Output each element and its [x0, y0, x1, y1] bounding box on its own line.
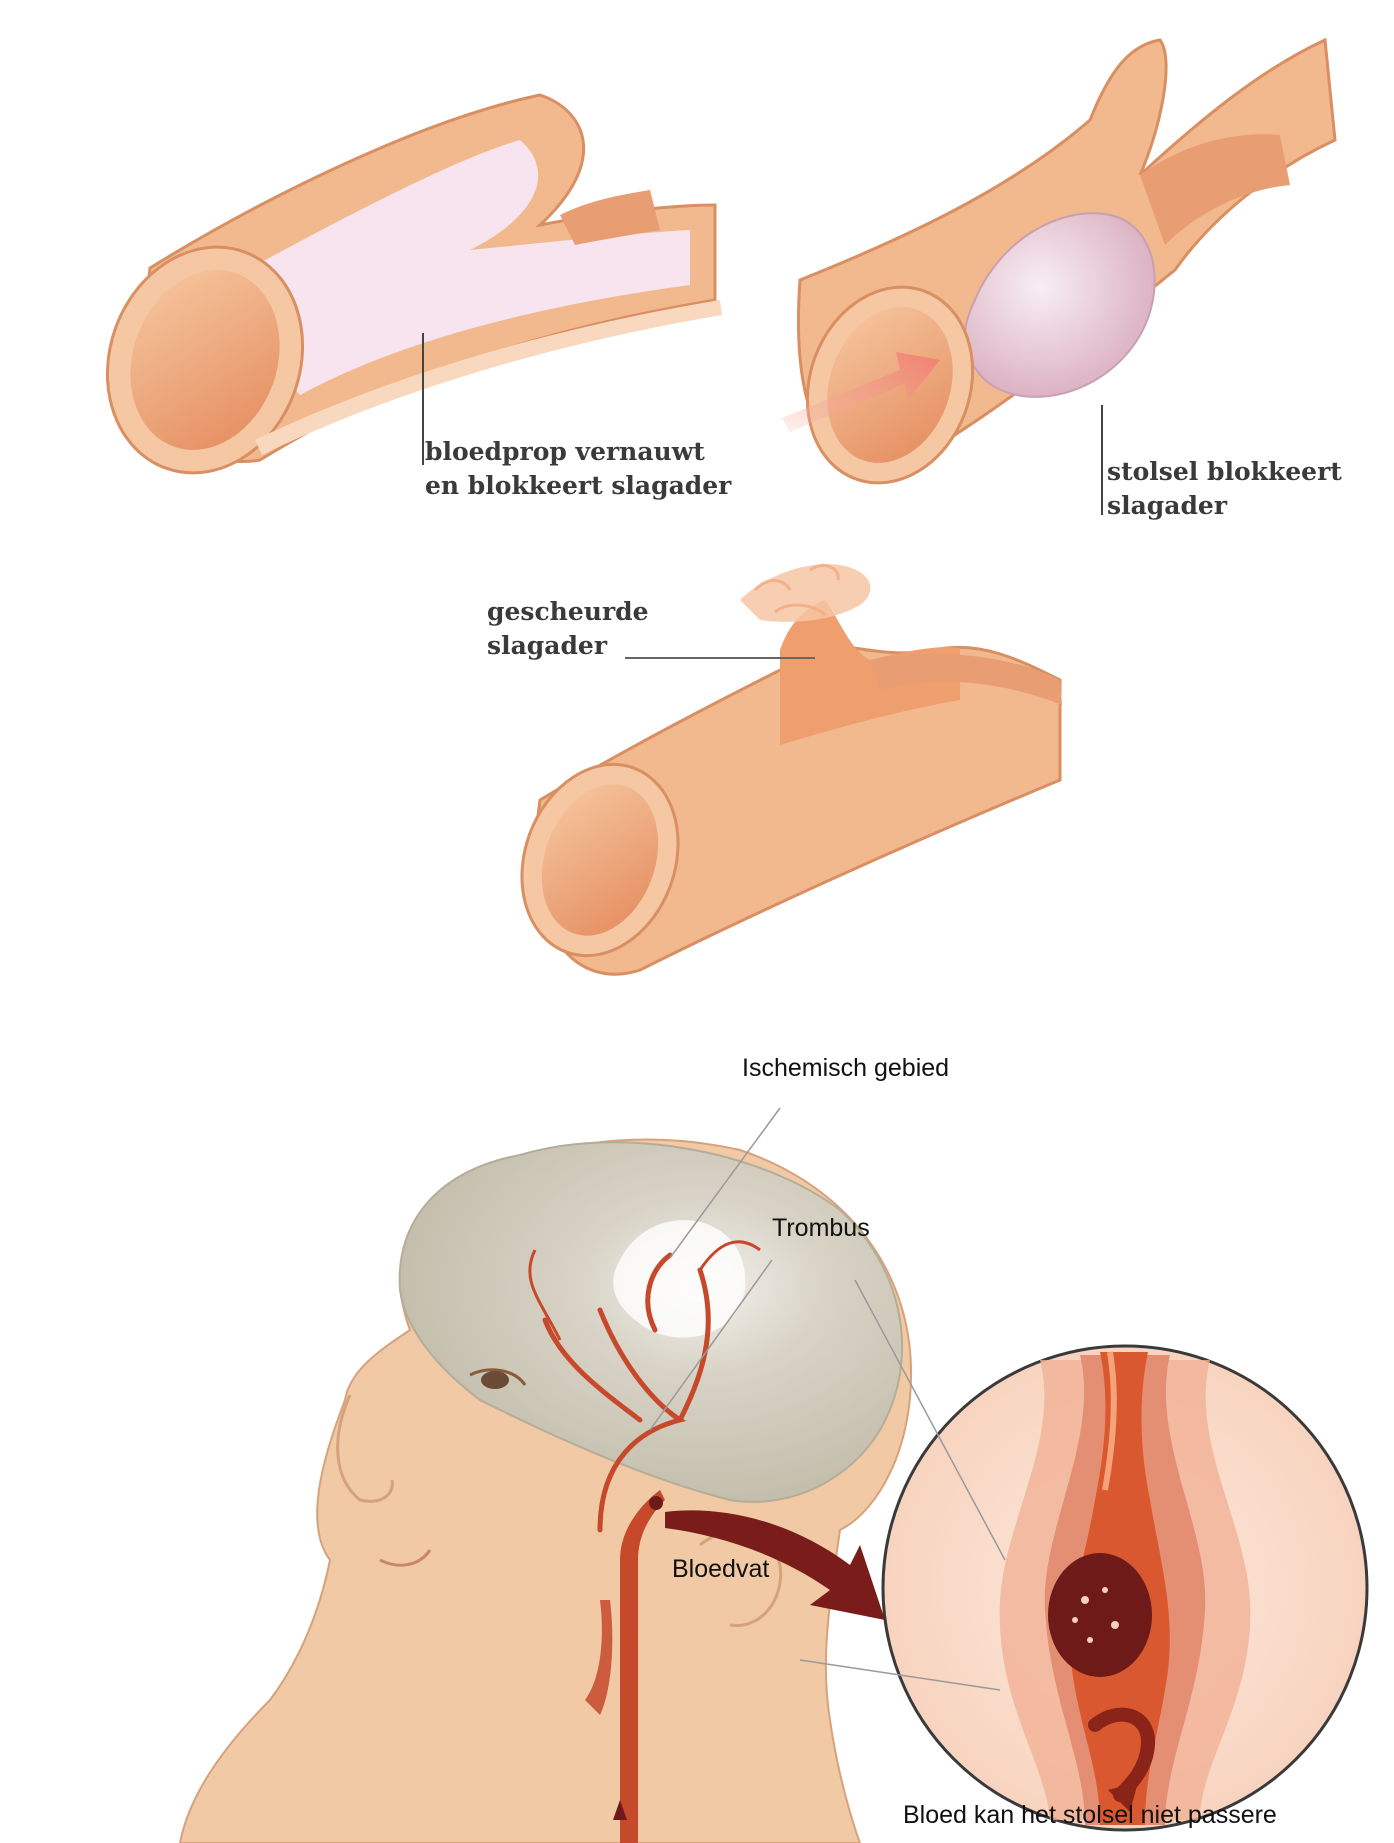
label-narrowing-line1: bloedprop vernauwt — [425, 435, 731, 469]
head-illustration — [180, 1140, 911, 1843]
zoom-circle — [883, 1346, 1367, 1830]
label-ruptured-line1: gescheurde — [487, 595, 649, 629]
label-clot: stolsel blokkeert slagader — [1107, 455, 1342, 523]
vessel-clot-illustration — [781, 40, 1335, 515]
label-thrombus: Trombus — [772, 1213, 870, 1243]
label-narrowing: bloedprop vernauwt en blokkeert slagader — [425, 435, 731, 503]
label-clot-line1: stolsel blokkeert — [1107, 455, 1342, 489]
label-clot-line2: slagader — [1107, 489, 1342, 523]
label-ruptured: gescheurde slagader — [487, 595, 649, 663]
label-vessel: Bloedvat — [672, 1554, 769, 1584]
label-ischemic-area: Ischemisch gebied — [742, 1053, 949, 1083]
label-narrowing-line2: en blokkeert slagader — [425, 469, 731, 503]
label-ruptured-line2: slagader — [487, 629, 649, 663]
label-caption: Bloed kan het stolsel niet passere — [903, 1800, 1277, 1830]
